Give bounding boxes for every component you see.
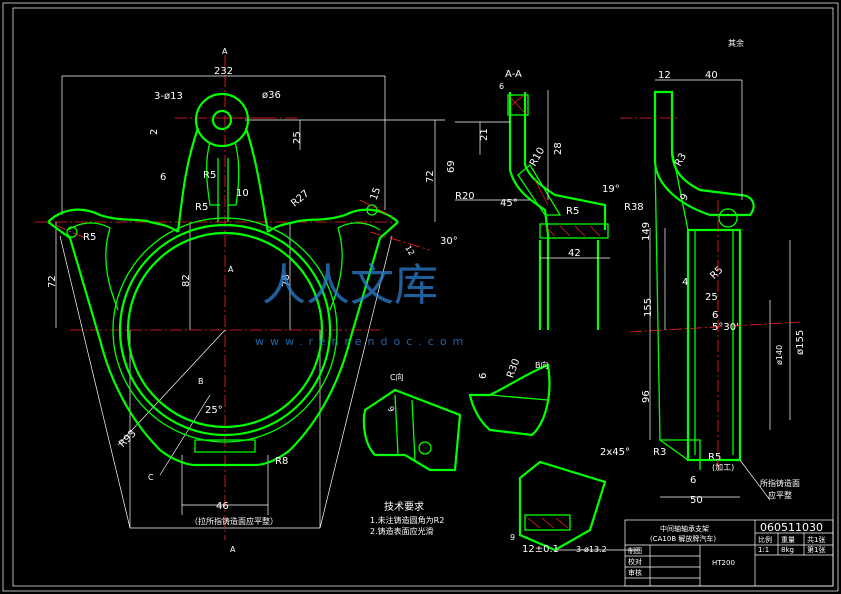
inner-frame <box>12 7 834 587</box>
sec-dim-6: 6 <box>499 82 504 91</box>
side-dim-4: 4 <box>682 277 688 288</box>
side-dim-25: 25 <box>705 292 718 303</box>
sec-dim-21: 21 <box>479 128 490 141</box>
dim-78: 78 <box>281 274 292 287</box>
side-dim-d140: ø140 <box>775 345 784 365</box>
label-view-c: C向 <box>390 372 404 382</box>
dim-r5-c: R5 <box>83 232 96 243</box>
sec-dim-r20: R20 <box>455 191 475 202</box>
side-dim-40: 40 <box>705 70 718 81</box>
label-view-a-top: A <box>222 47 228 56</box>
roughness-note: 其余 <box>728 38 744 48</box>
watermark-logo-text: 人人文库 <box>262 260 438 311</box>
dim-r27: R27 <box>289 188 311 209</box>
tech-note-2: 2.铸造表面应光滑 <box>370 526 434 536</box>
label-section-a-a: A-A <box>505 69 522 80</box>
dim-r93: R93 <box>117 428 139 450</box>
side-dim-jg: (加工) <box>712 462 734 472</box>
tb-weight-h: 重量 <box>781 536 795 544</box>
dim-232: 232 <box>214 66 233 77</box>
dim-r8: R8 <box>275 456 288 467</box>
view-b <box>468 363 551 437</box>
sec-dim-42: 42 <box>568 248 581 259</box>
dim-25deg: 25° <box>205 405 223 416</box>
label-center-a: A <box>228 265 234 274</box>
side-dim-6: 6 <box>712 310 718 321</box>
b-dim-r30: R30 <box>505 357 522 379</box>
detail-view <box>518 460 640 552</box>
tb-weight: 8kg <box>781 546 794 554</box>
side-dim-530: 5°30' <box>712 322 739 333</box>
side-view <box>620 79 801 501</box>
side-dim-2x45: 2x45° <box>600 447 630 458</box>
tb-scale: 1:1 <box>758 546 769 554</box>
dim-82: 82 <box>181 274 192 287</box>
side-dim-149: 149 <box>641 222 652 241</box>
view-c <box>362 388 462 472</box>
dim-72-left: 72 <box>47 275 58 288</box>
dim-12: 12 <box>403 244 416 257</box>
det-dim-12: 12±0.1 <box>522 544 559 555</box>
tb-part-sub: (CA10B 解放牌汽车) <box>650 534 716 543</box>
side-note-2: 应平整 <box>768 490 792 500</box>
sec-dim-45: 45° <box>500 198 518 209</box>
dim-10: 10 <box>236 188 249 199</box>
dim-r5-b: R5 <box>195 202 208 213</box>
sec-dim-r10: R10 <box>528 146 547 169</box>
side-note-1: 所指铸造面 <box>760 478 800 488</box>
dim-2: 2 <box>149 129 160 135</box>
tb-part-name: 中间轴轴承支架 <box>660 524 709 533</box>
sec-dim-28: 28 <box>553 142 564 155</box>
dim-6: 6 <box>160 172 166 183</box>
dim-25: 25 <box>292 131 303 144</box>
side-dim-r5b: R5 <box>708 452 721 463</box>
dim-72: 72 <box>425 170 436 183</box>
arrow-label-b: B <box>198 377 204 386</box>
arrow-label-c: C <box>148 473 154 482</box>
title-block <box>624 519 834 587</box>
tb-review: 审核 <box>628 568 642 577</box>
dim-69: 69 <box>446 160 457 173</box>
side-dim-r5: R5 <box>708 265 725 282</box>
tb-material: HT200 <box>712 559 735 567</box>
label-view-b: B向 <box>535 360 549 370</box>
sec-dim-19: 19° <box>602 184 620 195</box>
dim-46: 46 <box>216 501 229 512</box>
side-dim-r3b: R3 <box>653 447 666 458</box>
side-dim-12: 12 <box>658 70 671 81</box>
det-note: 3-ø13.2 <box>576 545 607 554</box>
dim-15: 15 <box>369 186 384 202</box>
tb-scale-h: 比例 <box>758 535 772 544</box>
dim-30deg: 30° <box>440 236 458 247</box>
side-dim-d155: ø155 <box>795 330 806 355</box>
front-view <box>35 55 445 540</box>
tb-check: 校对 <box>628 557 642 566</box>
det-dim-9: 9 <box>510 533 515 542</box>
tech-notes-title: 技术要求 <box>384 500 424 513</box>
tb-sheet: 第1张 <box>807 545 825 554</box>
side-dim-155: 155 <box>643 298 654 317</box>
dim-r5-a: R5 <box>203 170 216 181</box>
side-dim-96: 96 <box>641 390 652 403</box>
tech-note-1: 1.未注铸造圆角为R2 <box>370 515 444 525</box>
note-bottom: （拉所指铸造面应平整） <box>190 516 278 526</box>
dim-hole-36: ø36 <box>262 90 281 101</box>
sec-dim-r5: R5 <box>566 206 579 217</box>
tb-qty-h: 共1张 <box>807 535 825 544</box>
side-dim-50: 50 <box>690 495 703 506</box>
tb-drawing-no: 060511030 <box>760 521 823 534</box>
watermark-url: www.renrendoc.com <box>255 335 469 348</box>
side-dim-6b: 6 <box>690 475 696 486</box>
dim-3-hole: 3-ø13 <box>154 91 183 102</box>
label-view-a-bottom: A <box>230 545 236 554</box>
side-dim-9: 9 <box>679 192 692 203</box>
section-a-a <box>455 90 610 330</box>
c-dim-9: 9 <box>386 405 396 414</box>
sec-dim-r38: R38 <box>624 202 644 213</box>
b-dim-6: 6 <box>478 373 489 379</box>
tb-drawn: 制图 <box>628 546 642 555</box>
